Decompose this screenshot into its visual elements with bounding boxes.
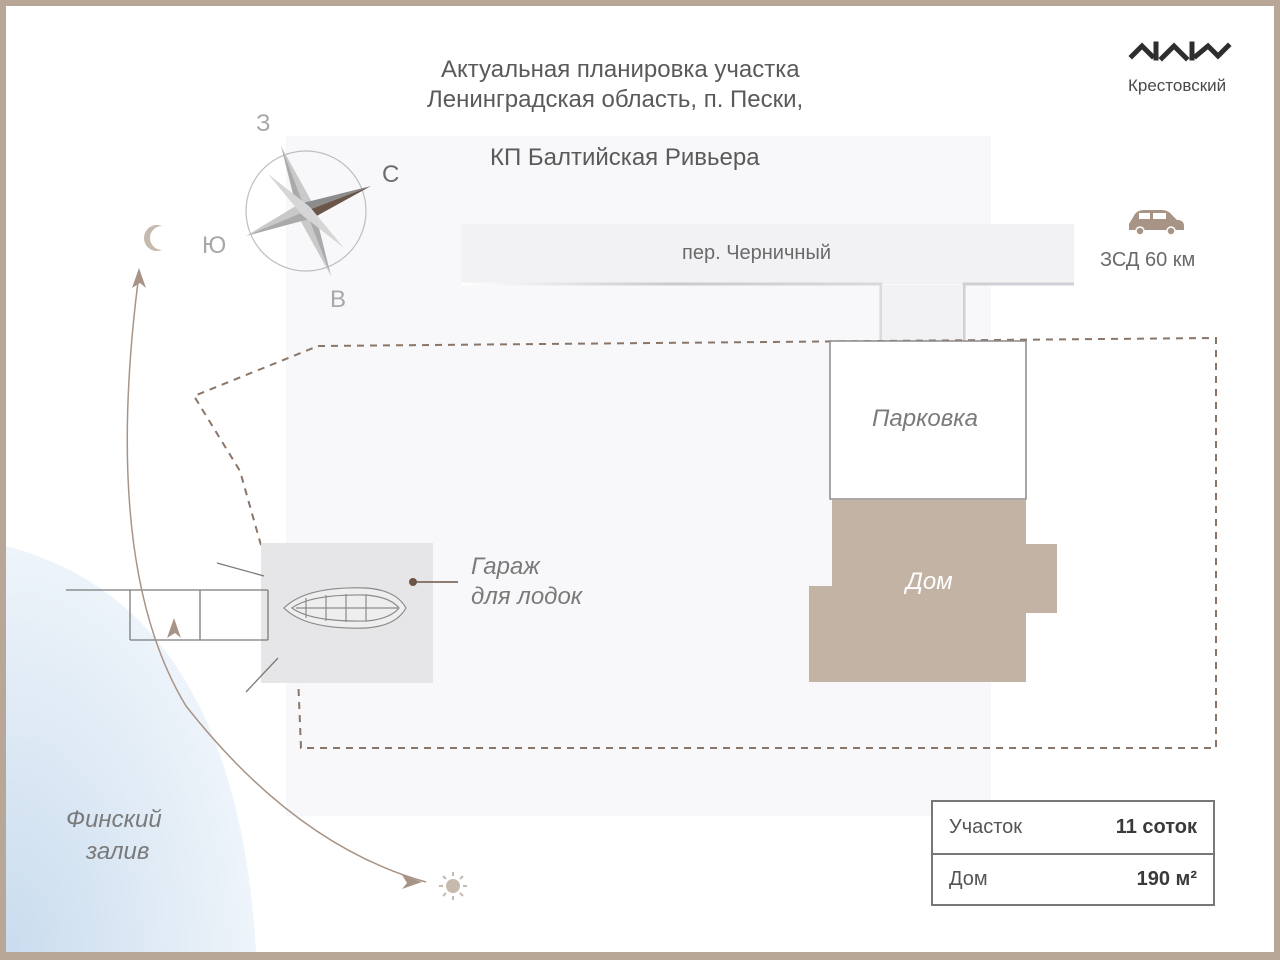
road [461, 222, 1074, 341]
compass-north-label: С [382, 161, 400, 188]
boat-icon [283, 587, 407, 629]
site-plan-sheet: Актуальная планировка участка Ленинградс… [6, 6, 1274, 952]
road-name: пер. Черничный [682, 242, 831, 264]
house-footprint [809, 500, 1057, 682]
compass-south-label: Ю [202, 232, 227, 259]
pier [66, 562, 279, 693]
info-row-label: Дом [949, 868, 988, 890]
info-table: Участок 11 соток Дом 190 м² [931, 800, 1215, 906]
parking-label: Парковка [872, 405, 978, 432]
site-plan-drawing [6, 41, 1232, 952]
parking-zone [829, 340, 1027, 500]
gulf-water [6, 546, 256, 952]
sun-path-arc [126, 268, 427, 889]
bay-label-line-2: залив [86, 838, 150, 865]
info-row-value: 11 соток [1115, 816, 1197, 838]
distance-label: ЗСД 60 км [1100, 249, 1196, 271]
garage-pointer [409, 578, 458, 586]
garage-label-line-2: для лодок [471, 583, 583, 610]
sun-icon [439, 872, 467, 900]
garage-label-line-1: Гараж [471, 553, 540, 580]
house-label: Дом [906, 568, 953, 595]
bay-label-line-1: Финский [66, 806, 162, 833]
compass-west-label: З [256, 110, 271, 137]
moon-icon [144, 225, 162, 251]
car-icon [1129, 210, 1184, 236]
title-line-3: КП Балтийская Ривьера [490, 144, 760, 171]
title-line-1: Актуальная планировка участка [441, 56, 800, 83]
info-row-value: 190 м² [1136, 868, 1197, 890]
kp-logo-icon [1128, 41, 1232, 62]
info-row-plot: Участок 11 соток [933, 802, 1213, 853]
compass-east-label: В [330, 286, 347, 313]
info-row-label: Участок [949, 816, 1023, 838]
title-line-2: Ленинградская область, п. Пески, [427, 86, 804, 113]
compass-rose [245, 146, 371, 276]
logo-text: Крестовский [1128, 76, 1227, 95]
info-row-house: Дом 190 м² [933, 853, 1213, 904]
plot-boundary [192, 336, 1217, 749]
